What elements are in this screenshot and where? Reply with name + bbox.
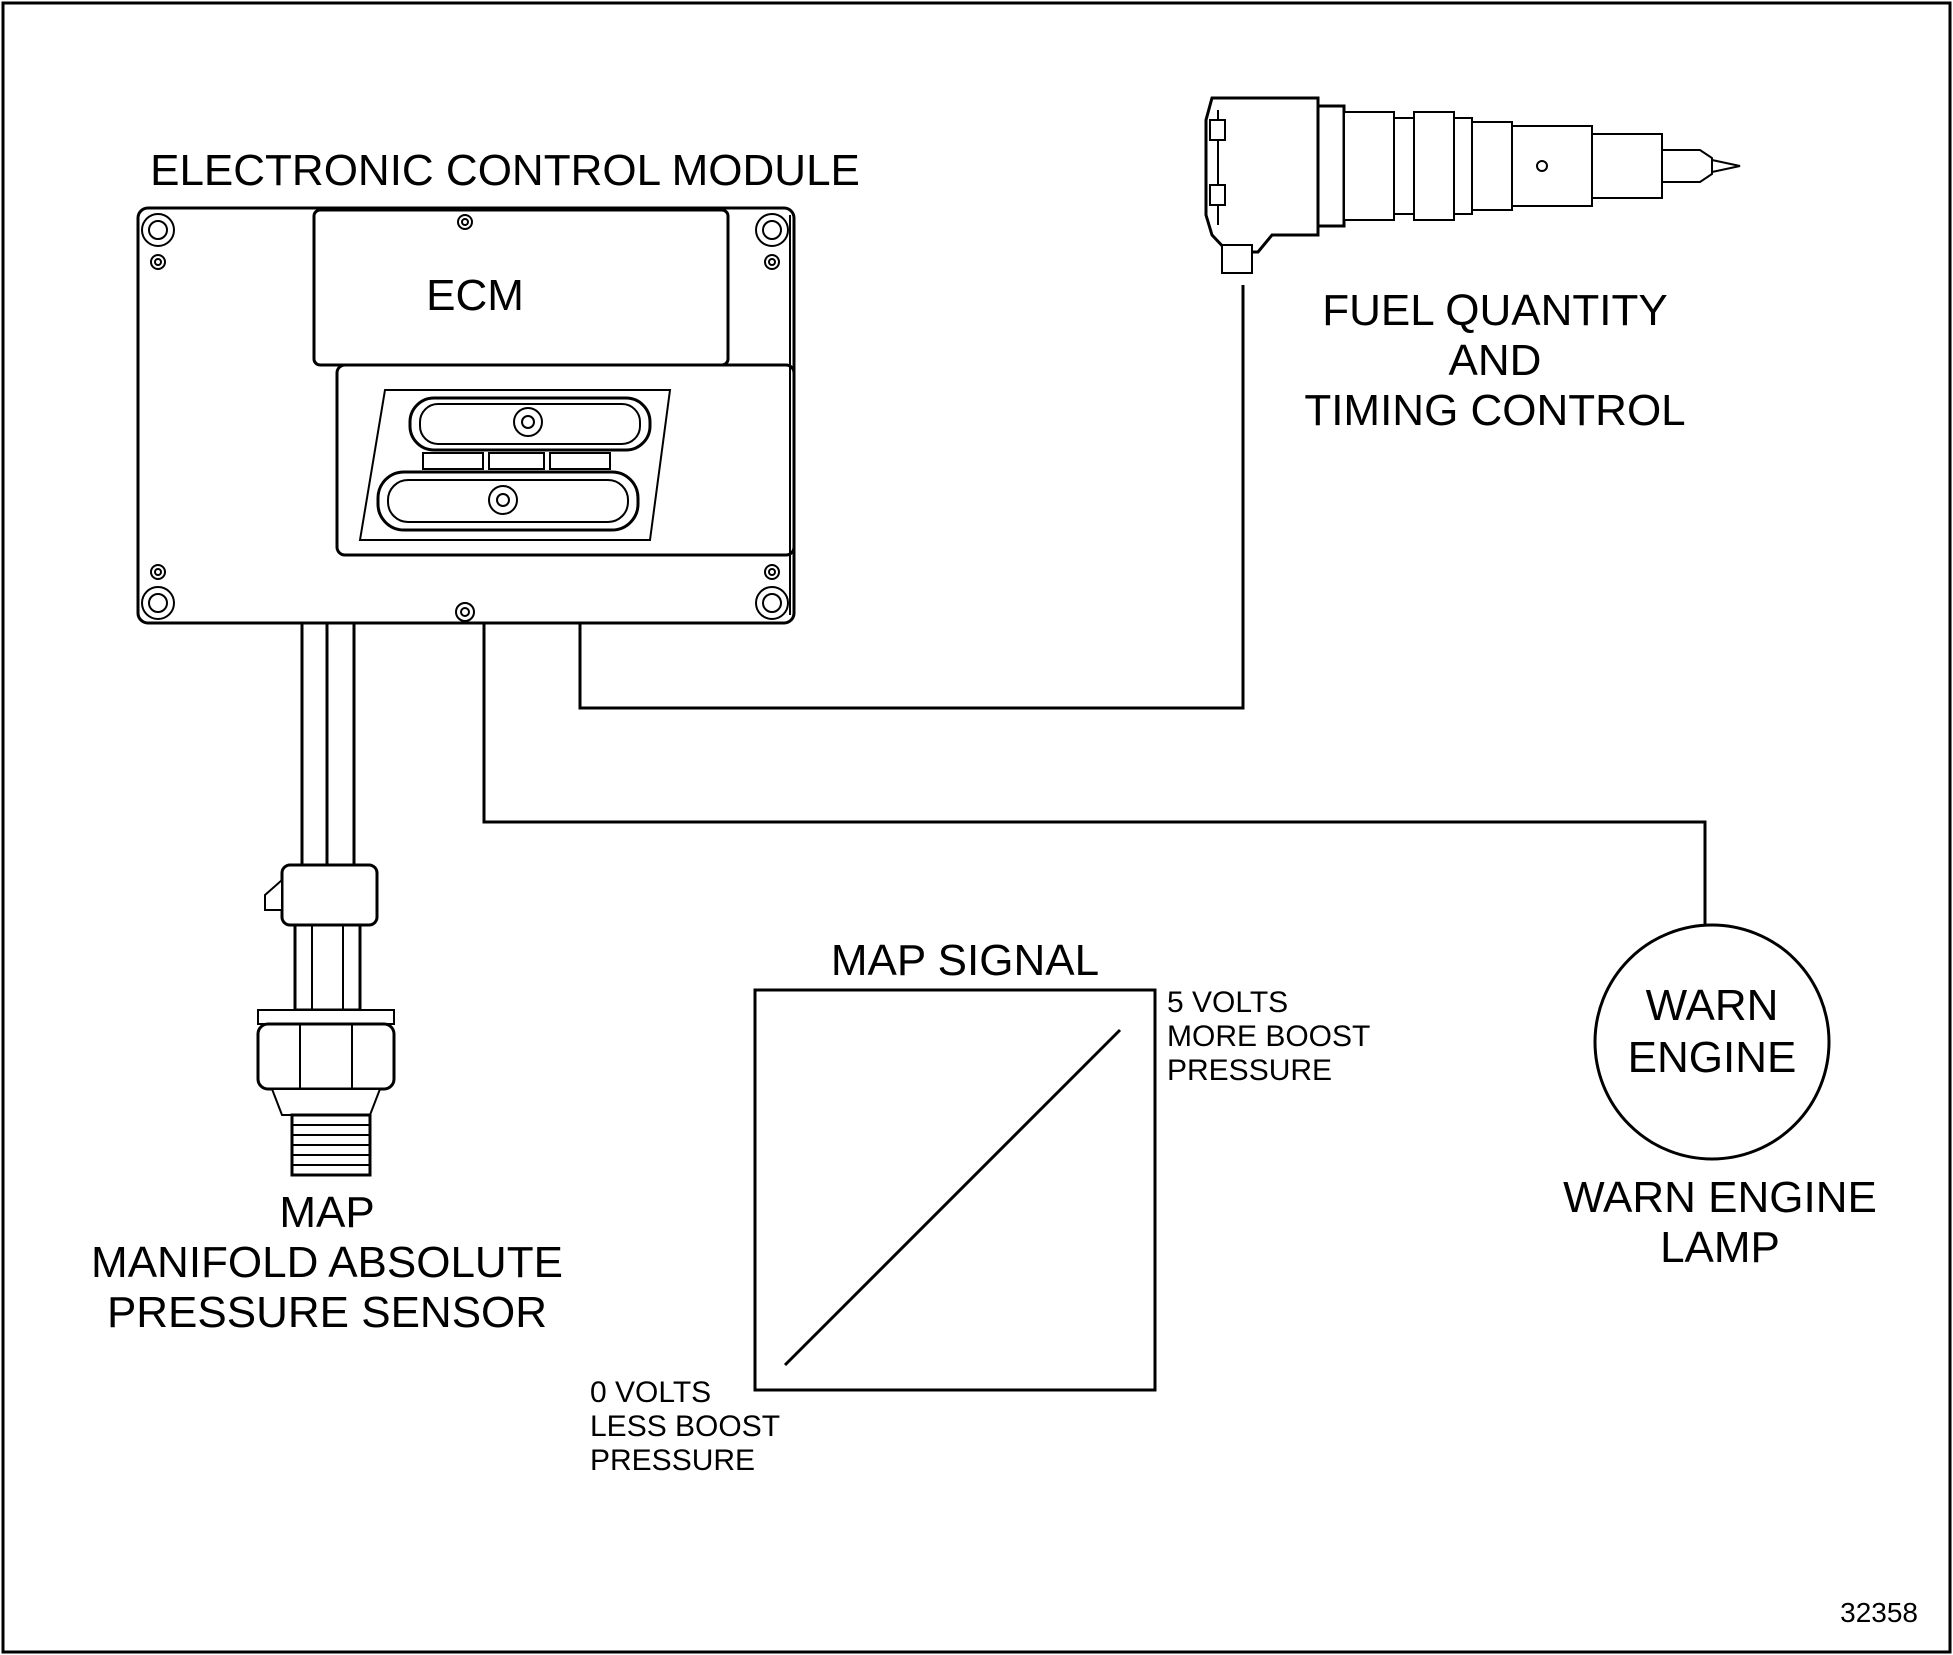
low-label-line1: 0 VOLTS [590,1376,711,1409]
warn-engine-lamp [1593,923,1831,1161]
high-label-line2: MORE BOOST [1167,1020,1370,1053]
wiring [300,285,1707,925]
map-sensor [256,863,396,1177]
map-label-line3: PRESSURE SENSOR [107,1288,547,1337]
lamp-face-line2: ENGINE [1628,1033,1797,1082]
map-label-line1: MAP [279,1188,374,1237]
map-signal-box [753,988,1157,1392]
ecm-title: ELECTRONIC CONTROL MODULE [150,146,860,195]
ecm-mounting-holes [141,213,789,622]
lamp-face-line1: WARN [1646,981,1779,1030]
map-signal-title: MAP SIGNAL [831,936,1099,985]
ecm-face-label: ECM [426,271,524,320]
fuel-injector [1204,96,1741,274]
wire-ecm-to-lamp [482,623,1707,925]
lamp-caption-line1: WARN ENGINE [1563,1173,1877,1222]
low-label-line3: PRESSURE [590,1444,755,1477]
wire-ecm-to-injector [578,285,1245,710]
figure-number: 32358 [1840,1597,1918,1628]
high-label-line3: PRESSURE [1167,1054,1332,1087]
injector-label-line1: FUEL QUANTITY [1322,286,1668,335]
high-label-line1: 5 VOLTS [1167,986,1288,1019]
ecm-module: ECM [136,206,796,625]
map-signal-line [783,1028,1122,1367]
low-label-line2: LESS BOOST [590,1410,780,1443]
injector-label-line3: TIMING CONTROL [1304,386,1685,435]
map-label-line2: MANIFOLD ABSOLUTE [91,1238,563,1287]
injector-label-line2: AND [1449,336,1542,385]
ecm-connector [358,389,672,541]
lamp-caption-line2: LAMP [1660,1223,1780,1272]
